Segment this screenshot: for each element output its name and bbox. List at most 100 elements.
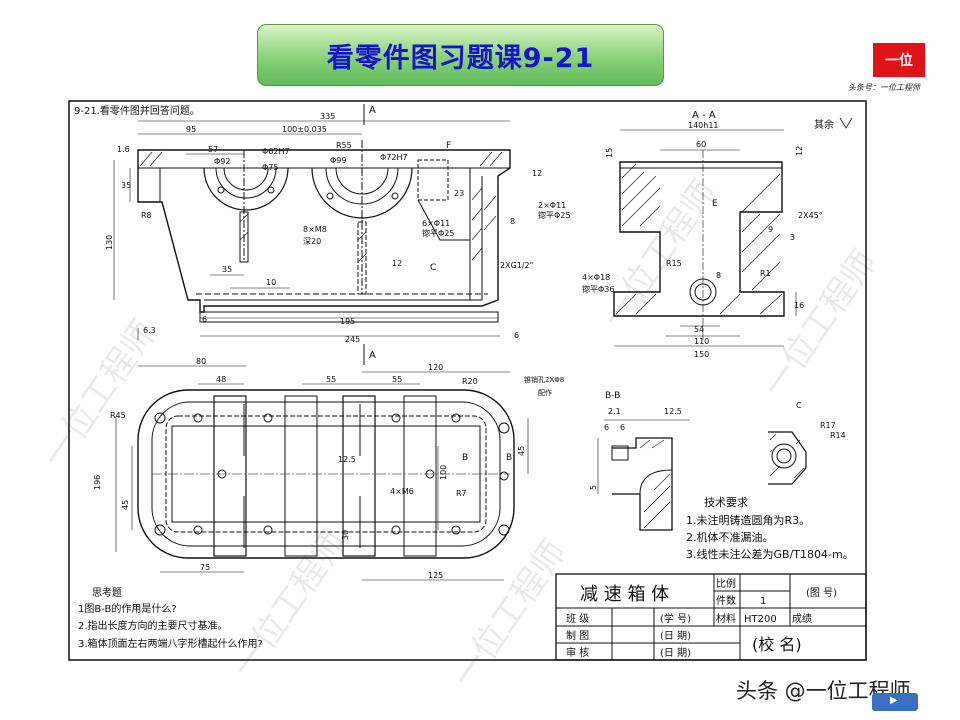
label-b-left: B bbox=[462, 453, 468, 463]
dim-8: 8 bbox=[510, 217, 515, 226]
view-c-label: C bbox=[796, 401, 802, 410]
questions-heading: 思考题 bbox=[92, 587, 122, 599]
dim-35-left: 35 bbox=[121, 181, 131, 190]
dim-r17: R17 bbox=[820, 421, 836, 430]
dim-r55: R55 bbox=[336, 141, 352, 150]
dim-12-top: 12 bbox=[532, 169, 542, 178]
class-label: 班 级 bbox=[566, 613, 589, 625]
next-slide-button[interactable] bbox=[872, 693, 918, 711]
dim-r8: R8 bbox=[141, 211, 152, 220]
dim-6: 6 bbox=[514, 331, 519, 340]
dim-80: 80 bbox=[196, 357, 206, 366]
dim-335: 335 bbox=[320, 112, 335, 121]
watermark-text: 一位工程师 bbox=[35, 313, 165, 475]
dim-taper-pin: 锥销孔2XΦ8 bbox=[524, 375, 564, 384]
dim-100: 100±0.035 bbox=[282, 125, 327, 134]
part-name: 减 速 箱 体 bbox=[580, 584, 669, 605]
dim-r15: R15 bbox=[666, 259, 682, 268]
question-2: 2.指出长度方向的主要尺寸基准。 bbox=[78, 619, 228, 632]
date-2: (日 期) bbox=[660, 647, 691, 659]
quantity-label: 件数 bbox=[716, 594, 736, 607]
dim-30: 30 bbox=[341, 530, 350, 540]
grade-label: 成绩 bbox=[792, 612, 812, 625]
dim-54: 54 bbox=[694, 325, 704, 334]
dim-45b: 45 bbox=[517, 446, 526, 456]
tech-item-1: 1.未注明铸造圆角为R3。 bbox=[686, 513, 810, 527]
dim-1-6: 1.6 bbox=[117, 145, 130, 154]
dim-12-5: 12.5 bbox=[338, 455, 356, 464]
dim-15-aa: 15 bbox=[605, 148, 614, 158]
dim-100-top: 100 bbox=[439, 465, 448, 480]
dim-195: 195 bbox=[340, 317, 355, 326]
dim-6xphi11: 6×Φ11 bbox=[422, 219, 450, 228]
dim-75: 75 bbox=[200, 563, 210, 572]
dim-55b: 55 bbox=[392, 375, 402, 384]
label-c-arrow: C bbox=[430, 263, 436, 273]
dim-r45: R45 bbox=[110, 411, 126, 420]
label-e: E bbox=[712, 199, 718, 209]
dim-5: 5 bbox=[589, 485, 598, 490]
dim-48: 48 bbox=[216, 375, 226, 384]
dim-spot-25: 锪平Φ25 bbox=[422, 228, 454, 238]
dim-12-5-bb: 12.5 bbox=[664, 407, 682, 416]
material-label: 材料 bbox=[716, 612, 736, 625]
checked-label: 审 核 bbox=[566, 646, 589, 659]
dim-spot-36: 锪平Φ36 bbox=[582, 284, 614, 294]
problem-heading: 9-21.看零件图并回答问题。 bbox=[74, 104, 200, 117]
scale-label: 比例 bbox=[716, 577, 736, 590]
view-aa-label: A - A bbox=[692, 110, 716, 121]
dim-150: 150 bbox=[694, 350, 709, 359]
section-view-bb: B-B 2.1 12.5 6 6 5 bbox=[589, 391, 690, 531]
title-block: 减 速 箱 体 比例 件数 1 (图 号) 班 级 (学 号) 材料 HT200… bbox=[555, 573, 867, 661]
dim-16: 16 bbox=[794, 301, 804, 310]
dim-taper-note: 配作 bbox=[538, 388, 552, 397]
slide-title-banner: 看零件图习题课9-21 bbox=[257, 24, 664, 86]
dim-110: 110 bbox=[694, 337, 709, 346]
top-view: A bbox=[93, 344, 564, 581]
question-1: 1图B-B的作用是什么? bbox=[78, 602, 177, 615]
dim-12-aa: 12 bbox=[795, 146, 804, 156]
dim-4xphi18: 4×Φ18 bbox=[582, 273, 610, 282]
dim-r14: R14 bbox=[830, 431, 846, 440]
school-name: (校 名) bbox=[752, 635, 802, 654]
dim-m6: 4×M6 bbox=[390, 487, 414, 496]
dim-140: 140h11 bbox=[688, 121, 719, 130]
section-label-a-top: A bbox=[369, 105, 376, 116]
rest-roughness-label: 其余 bbox=[814, 118, 834, 131]
dim-3: 3 bbox=[790, 233, 795, 242]
view-c: C R17 R14 bbox=[768, 401, 846, 485]
dim-2xphi11: 2×Φ11 bbox=[538, 201, 566, 210]
dim-6a: 6 bbox=[604, 423, 609, 432]
dim-245: 245 bbox=[345, 335, 360, 344]
tech-item-3: 3.线性未注公差为GB/T1804-m。 bbox=[686, 547, 854, 561]
date-1: (日 期) bbox=[660, 630, 691, 642]
dim-60: 60 bbox=[696, 140, 706, 149]
section-view-aa: A - A 其余 140h11 60 12 bbox=[582, 110, 853, 359]
tech-item-2: 2.机体不准漏油。 bbox=[686, 530, 774, 544]
dim-spot-25b: 锪平Φ25 bbox=[538, 210, 570, 220]
label-f: F bbox=[446, 141, 451, 151]
dim-6b: 6 bbox=[620, 423, 625, 432]
dim-phi75: Φ75 bbox=[262, 163, 278, 172]
dim-m8: 8×M8 bbox=[303, 225, 327, 234]
dim-130: 130 bbox=[105, 235, 114, 250]
dim-55a: 55 bbox=[326, 375, 336, 384]
dim-deep20: 深20 bbox=[303, 237, 321, 246]
questions: 思考题 1图B-B的作用是什么? 2.指出长度方向的主要尺寸基准。 3.箱体顶面… bbox=[78, 587, 263, 650]
label-b-right: B bbox=[506, 453, 512, 463]
dim-196: 196 bbox=[93, 475, 102, 490]
dim-12-mid: 12 bbox=[392, 259, 402, 268]
dim-45a: 45 bbox=[121, 500, 130, 510]
dim-r1: R1 bbox=[760, 269, 771, 278]
dim-6-right: 6 bbox=[202, 315, 207, 324]
view-bb-label: B-B bbox=[605, 391, 620, 401]
quantity-value: 1 bbox=[760, 596, 766, 607]
dim-phi99: Φ99 bbox=[330, 156, 346, 165]
student-no: (学 号) bbox=[660, 612, 691, 625]
dim-6-3: 6.3 bbox=[143, 326, 156, 335]
dim-23: 23 bbox=[454, 189, 464, 198]
sheet-border bbox=[68, 100, 867, 661]
dim-phi92: Φ92 bbox=[214, 157, 230, 166]
tech-requirements: 技术要求 1.未注明铸造圆角为R3。 2.机体不准漏油。 3.线性未注公差为GB… bbox=[686, 496, 854, 561]
